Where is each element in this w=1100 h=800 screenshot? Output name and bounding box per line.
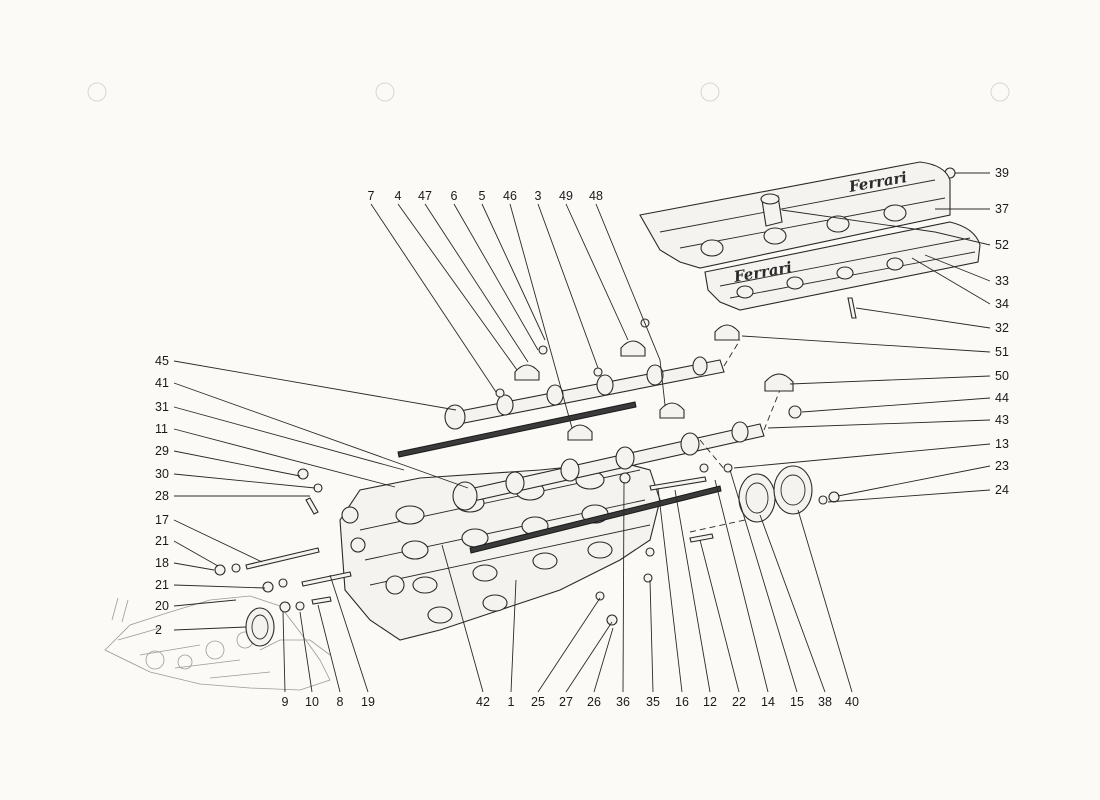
callout-27: 27 [559, 695, 573, 709]
callout-25: 25 [531, 695, 545, 709]
callout-11: 11 [155, 422, 168, 436]
callout-7: 7 [368, 189, 375, 203]
camshaft-upper [444, 356, 725, 430]
callout-50: 50 [995, 369, 1009, 383]
leader-lines [173, 172, 991, 693]
callout-21b: 21 [155, 578, 169, 592]
callout-19: 19 [361, 695, 375, 709]
callout-41: 41 [155, 376, 169, 390]
callout-18: 18 [155, 556, 169, 570]
callout-1: 1 [508, 695, 515, 709]
cam-cover-lower: Ferrari [704, 221, 981, 311]
callout-16: 16 [675, 695, 689, 709]
callout-30: 30 [155, 467, 169, 481]
callout-14: 14 [761, 695, 775, 709]
callout-21: 21 [155, 534, 169, 548]
assembly-dash-lines [689, 339, 781, 533]
callout-37: 37 [995, 202, 1009, 216]
callout-29: 29 [155, 444, 169, 458]
cam-cover-upper: Ferrari [639, 161, 951, 269]
seals-rings [245, 465, 813, 647]
cover-gaskets [397, 401, 722, 554]
callout-13: 13 [995, 437, 1009, 451]
callout-39: 39 [995, 166, 1009, 180]
callout-51: 51 [995, 345, 1009, 359]
callout-48: 48 [589, 189, 603, 203]
callout-52: 52 [995, 238, 1009, 252]
callout-5: 5 [479, 189, 486, 203]
callout-17: 17 [155, 513, 169, 527]
callout-43: 43 [995, 413, 1009, 427]
binder-holes [87, 82, 1010, 102]
callout-33: 33 [995, 274, 1009, 288]
callout-34: 34 [995, 297, 1009, 311]
callout-32: 32 [995, 321, 1009, 335]
engine-block-outline [104, 595, 331, 691]
callout-labels: 7 4 47 6 5 46 3 49 48 39 37 52 33 34 32 … [155, 166, 1009, 709]
callout-47: 47 [418, 189, 432, 203]
callout-45: 45 [155, 354, 169, 368]
callout-28: 28 [155, 489, 169, 503]
callout-12: 12 [703, 695, 717, 709]
callout-3: 3 [535, 189, 542, 203]
callout-46: 46 [503, 189, 517, 203]
callout-49: 49 [559, 189, 573, 203]
callout-44: 44 [995, 391, 1009, 405]
callout-35: 35 [646, 695, 660, 709]
callout-2: 2 [155, 623, 162, 637]
callout-22: 22 [732, 695, 746, 709]
callout-23: 23 [995, 459, 1009, 473]
callout-36: 36 [616, 695, 630, 709]
callout-42: 42 [476, 695, 490, 709]
callout-26: 26 [587, 695, 601, 709]
callout-40: 40 [845, 695, 859, 709]
callout-15: 15 [790, 695, 804, 709]
callout-8: 8 [337, 695, 344, 709]
camshaft-lower [452, 421, 765, 511]
callout-38: 38 [818, 695, 832, 709]
callout-6: 6 [451, 189, 458, 203]
callout-10: 10 [305, 695, 319, 709]
callout-9: 9 [282, 695, 289, 709]
callout-20: 20 [155, 599, 169, 613]
callout-4: 4 [395, 189, 402, 203]
callout-31: 31 [155, 400, 169, 414]
bearing-caps [514, 324, 794, 441]
callout-24: 24 [995, 483, 1009, 497]
